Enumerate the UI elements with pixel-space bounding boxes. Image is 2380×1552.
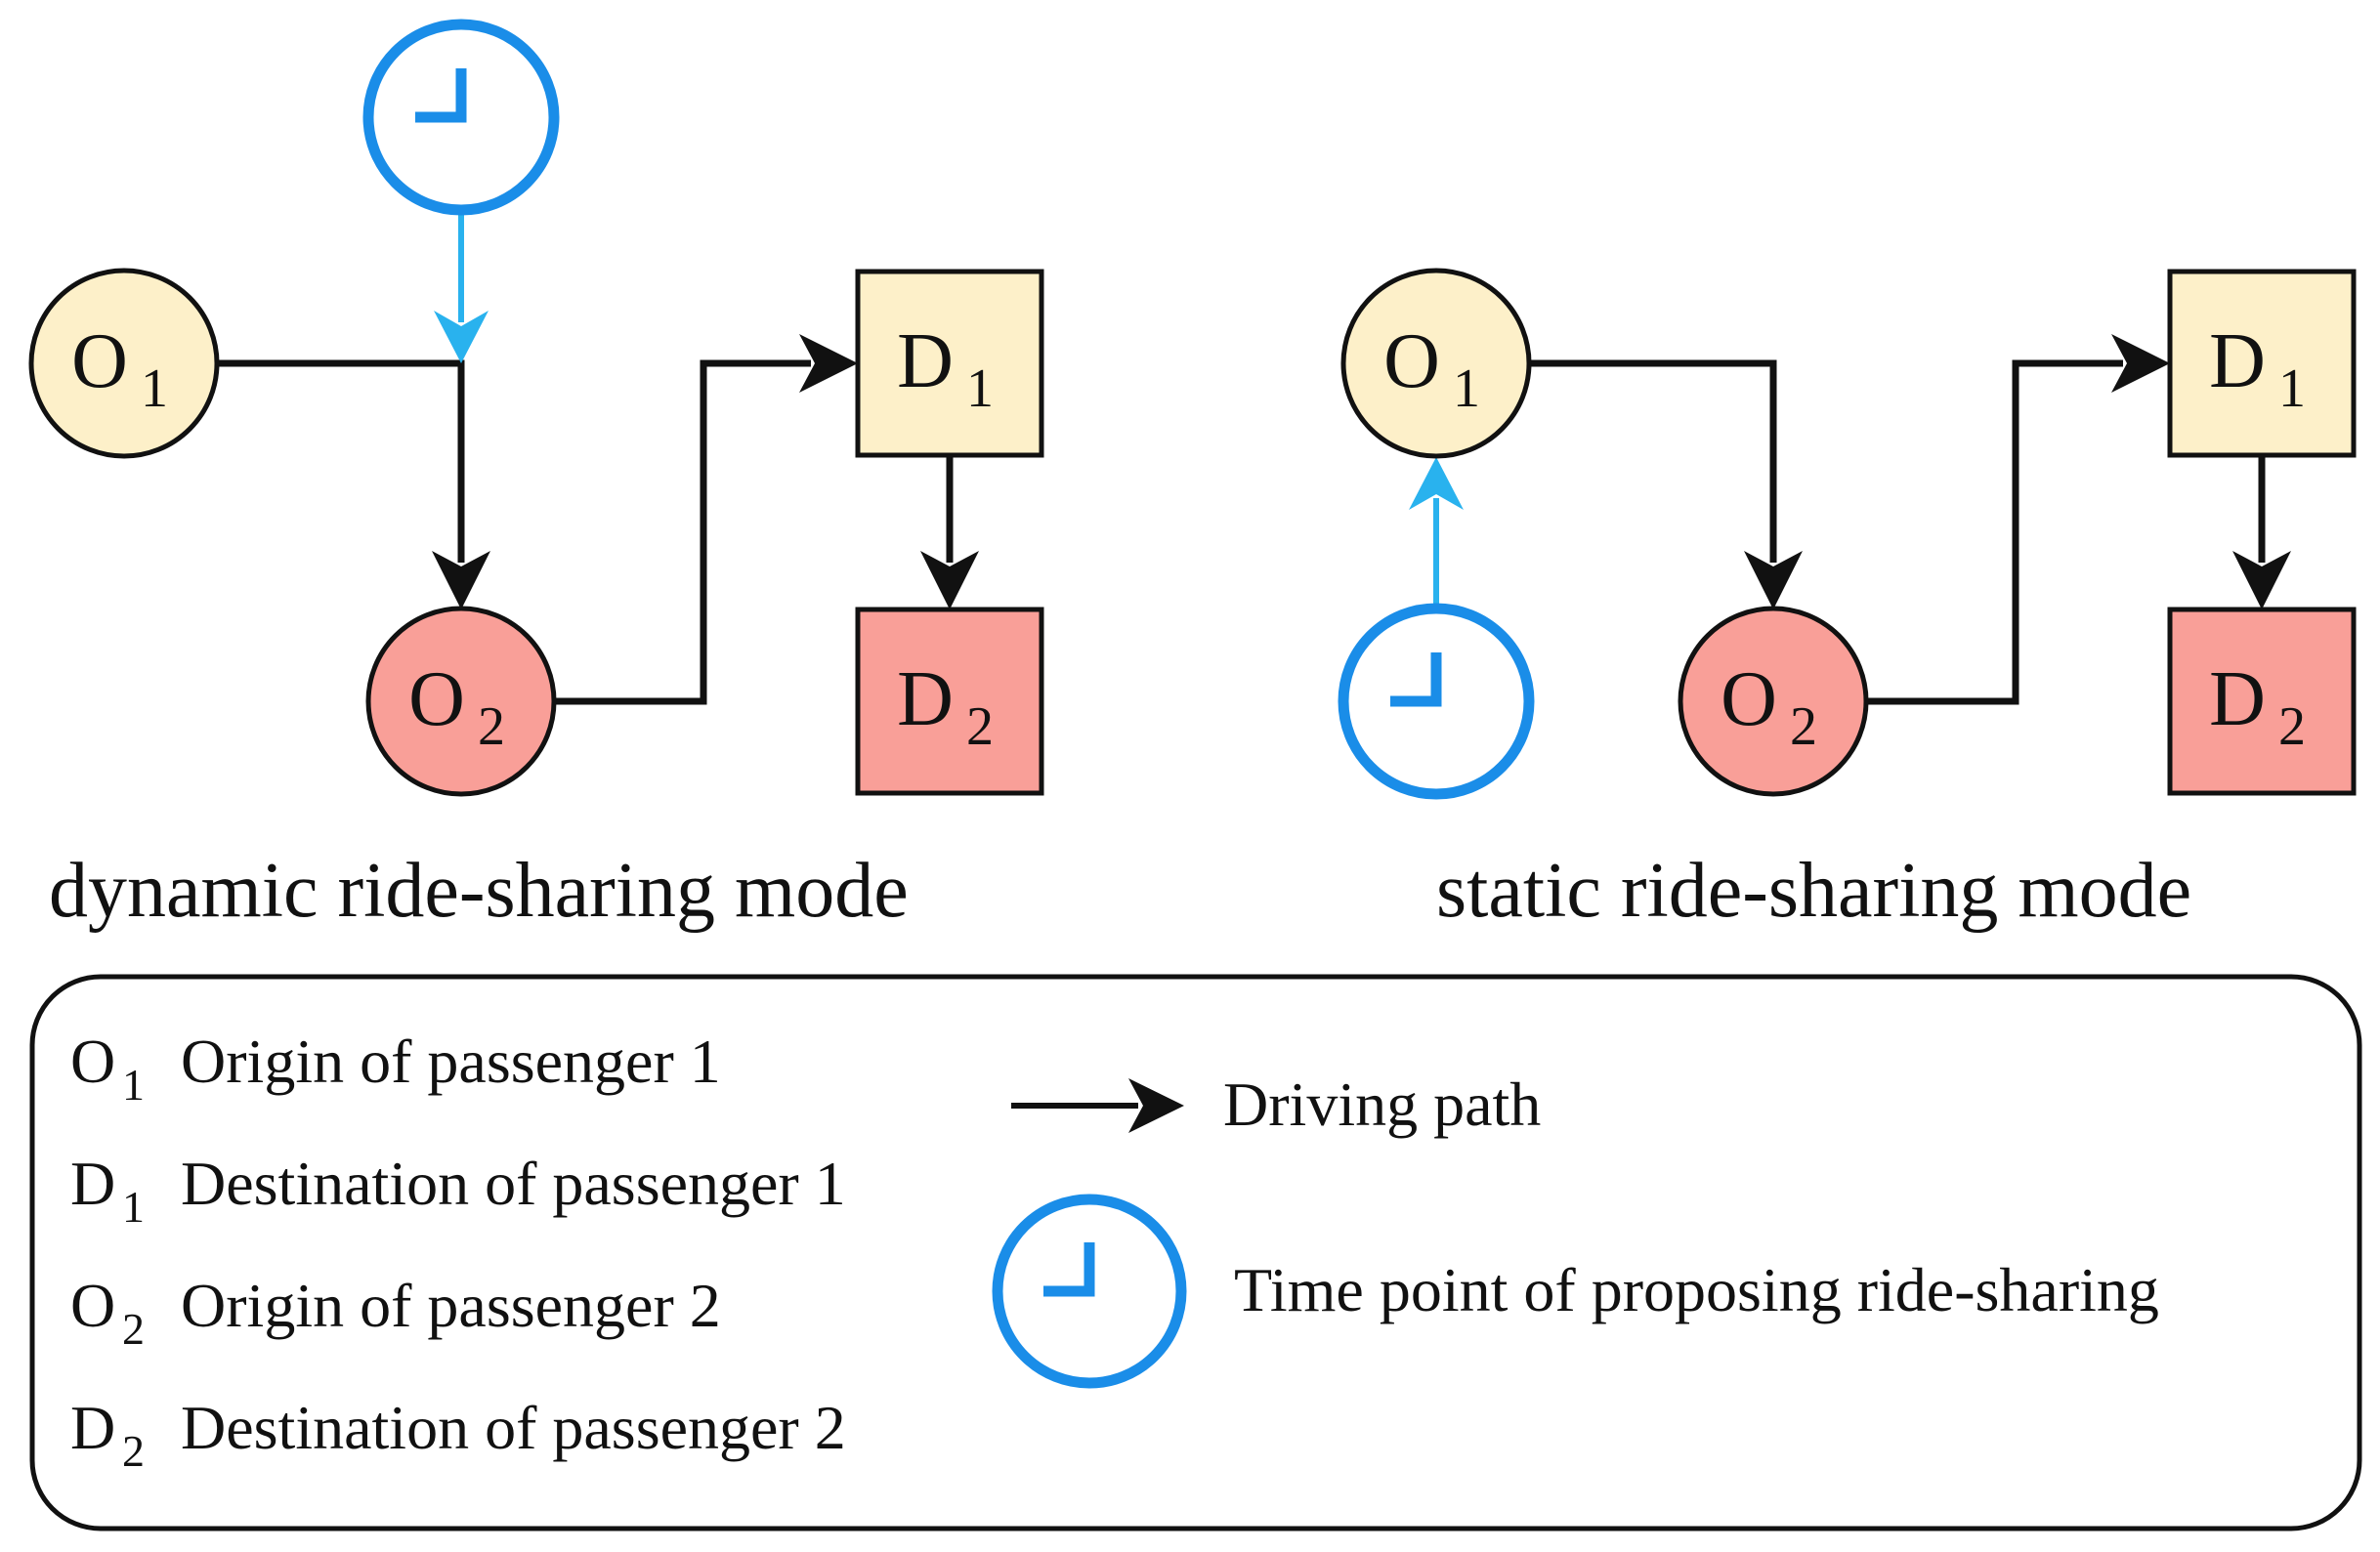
static-arrowhead-to-o2 (1744, 551, 1803, 609)
legend-label: Destination of passenger 2 (181, 1393, 846, 1462)
node-letter: O (1721, 656, 1777, 742)
legend-label: Time point of proposing ride-sharing (1234, 1255, 2159, 1324)
static-node-o2: O 2 (1678, 606, 1869, 797)
clock-icon (362, 19, 560, 216)
static-time-point (1338, 457, 1535, 800)
right-arrow-icon (1011, 1078, 1184, 1133)
legend-box: O 1 Origin of passenger 1 D 1 Destinatio… (29, 974, 2362, 1531)
legend-item-origin-1: O 1 Origin of passenger 1 (70, 1027, 721, 1110)
dynamic-driving-path (217, 359, 954, 705)
node-subscript: 1 (141, 358, 168, 419)
static-path-o2-d1 (1864, 359, 2123, 705)
legend-item-driving-path: Driving path (1011, 1070, 1541, 1139)
legend-subscript: 1 (122, 1182, 145, 1232)
dynamic-node-d2: D 2 (855, 607, 1044, 796)
node-subscript: 1 (2278, 358, 2306, 419)
static-mode-title: static ride-sharing mode (1436, 848, 2191, 934)
static-node-o1: O 1 (1340, 268, 1532, 459)
clock-icon (992, 1194, 1187, 1389)
node-letter: O (71, 318, 128, 404)
dynamic-arrowhead-to-d2 (920, 551, 979, 609)
node-letter: D (897, 656, 954, 742)
node-subscript: 2 (1790, 696, 1817, 757)
dynamic-node-o2: O 2 (365, 606, 557, 797)
dynamic-node-d1: D 1 (855, 269, 1044, 458)
node-subscript: 2 (2278, 696, 2306, 757)
dynamic-node-o1: O 1 (28, 268, 220, 459)
legend-item-destination-2: D 2 Destination of passenger 2 (70, 1393, 846, 1476)
legend-label: Destination of passenger 1 (181, 1149, 846, 1218)
node-letter: D (2209, 318, 2266, 404)
static-arrowhead-to-d2 (2232, 551, 2291, 609)
node-subscript: 2 (478, 696, 505, 757)
node-subscript: 1 (1453, 358, 1480, 419)
node-subscript: 1 (966, 358, 994, 419)
static-arrowhead-to-d1 (2111, 334, 2170, 393)
dynamic-time-arrowhead (434, 311, 489, 363)
legend-label: Origin of passenger 2 (181, 1271, 721, 1340)
static-path-o1-o2 (1529, 359, 1777, 563)
static-driving-path (1529, 359, 2266, 705)
static-node-d2: D 2 (2167, 607, 2357, 796)
static-arrowheads (1744, 334, 2291, 609)
legend-symbol: D (70, 1149, 115, 1218)
legend-subscript: 1 (122, 1060, 145, 1110)
static-node-d1: D 1 (2167, 269, 2357, 458)
clock-icon (1338, 603, 1535, 800)
dynamic-arrowheads (432, 334, 979, 609)
legend-symbol: O (70, 1271, 115, 1340)
dynamic-path-o1-o2 (217, 359, 465, 563)
legend-subscript: 2 (122, 1304, 145, 1354)
static-time-arrowhead (1409, 457, 1464, 510)
dynamic-mode-title: dynamic ride-sharing mode (49, 848, 909, 934)
node-letter: D (2209, 656, 2266, 742)
legend-symbol: O (70, 1027, 115, 1096)
node-letter: O (1383, 318, 1440, 404)
dynamic-mode-panel: O 1 O 2 D 1 D 2 dynamic ride-sharing mod… (28, 19, 1044, 934)
node-subscript: 2 (966, 696, 994, 757)
legend-item-destination-1: D 1 Destination of passenger 1 (70, 1149, 846, 1232)
node-letter: D (897, 318, 954, 404)
legend-label: Origin of passenger 1 (181, 1027, 721, 1096)
static-mode-panel: O 1 O 2 D 1 D 2 static ride-sharing mode (1338, 268, 2357, 934)
legend-item-time-point: Time point of proposing ride-sharing (992, 1194, 2159, 1389)
legend-subscript: 2 (122, 1426, 145, 1476)
dynamic-path-o2-d1 (552, 359, 811, 705)
node-letter: O (408, 656, 465, 742)
dynamic-time-point (362, 19, 560, 363)
legend-label: Driving path (1223, 1070, 1541, 1139)
dynamic-arrowhead-to-d1 (799, 334, 858, 393)
legend-symbol: D (70, 1393, 115, 1462)
legend-item-origin-2: O 2 Origin of passenger 2 (70, 1271, 721, 1354)
dynamic-arrowhead-to-o2 (432, 551, 490, 609)
